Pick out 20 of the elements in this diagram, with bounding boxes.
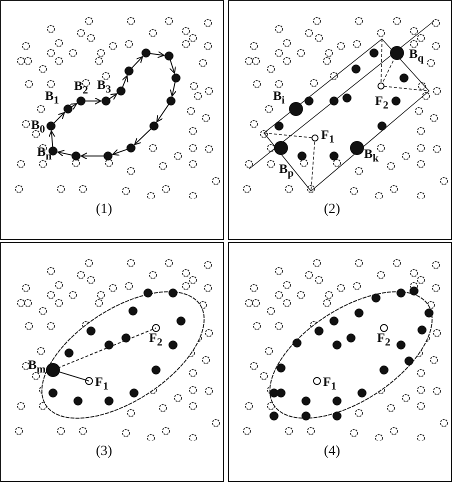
point-label: F$_{2}$ [149,331,162,350]
point-label: B$_{m}$ [28,358,46,377]
point-label: F$_{1}$ [323,375,336,394]
point-label: F$_{1}$ [95,375,108,394]
point-label: B$_{3}$ [97,78,112,97]
point-label: F$_{2}$ [377,331,390,350]
point-label: F$_{1}$ [321,128,334,147]
point-label: B$_{n}$ [37,145,52,164]
panel-caption: (3) [96,445,112,459]
point-label: B$_{k}$ [364,147,379,166]
panel-caption: (2) [324,203,340,217]
panel-caption: (1) [96,203,112,217]
point-label: B$_{p}$ [279,162,294,181]
point-label: B$_{0}$ [31,118,46,137]
point-label: B$_{1}$ [45,89,60,108]
point-label: B$_{q}$ [409,47,424,66]
point-label: B$_{2}$ [74,79,88,98]
point-label: F$_{2}$ [375,94,388,113]
point-label: B$_{i}$ [273,89,285,108]
panel-caption: (4) [324,445,340,459]
